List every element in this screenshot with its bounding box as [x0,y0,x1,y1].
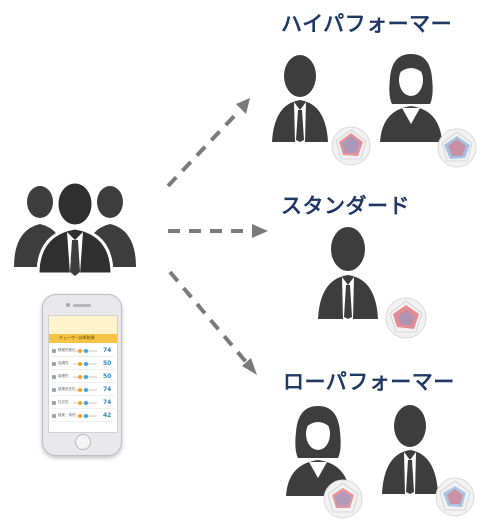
item-score: 74 [103,347,112,354]
item-score: 74 [103,386,112,393]
item-score: 50 [103,360,112,367]
list-item: 社交性 74 [51,398,115,409]
item-label: 社交性 [58,400,69,404]
list-item: 感情安定性 74 [51,385,115,396]
list-item: 誠実・責任 42 [51,411,115,422]
item-icon [52,362,56,366]
app-banner-text: チェーザー診断結果 [59,335,95,340]
item-score: 74 [103,399,112,406]
list-item: 協調性 50 [51,359,115,370]
item-icon [52,401,56,405]
low-performer-label: ローパフォーマー [283,370,455,394]
item-score: 50 [103,373,112,380]
phone-camera [66,303,70,307]
arrow-standard-head [252,224,268,238]
radar-chart-icon [437,128,477,168]
item-icon [52,414,56,418]
item-icon [52,375,56,379]
radar-chart-icon [331,126,371,166]
item-label: 協調性 [58,361,69,365]
male-person-icon [272,55,328,142]
phone-screen: チェーザー診断結果 積極的実行 74 協調性 50 論理的 50 感情安定性 7… [48,315,118,433]
item-icon [52,349,56,353]
arrow-low-head [242,358,257,375]
home-button [75,434,91,450]
app-header [49,316,117,334]
male-person-icon [382,405,438,494]
smartphone-icon: チェーザー診断結果 積極的実行 74 協調性 50 論理的 50 感情安定性 7… [42,294,122,456]
item-icon [52,388,56,392]
item-label: 積極的実行 [58,348,76,352]
arrow-high [166,108,242,188]
arrow-low [168,270,248,364]
radar-chart-icon [323,479,363,519]
standard-label: スタンダード [281,194,410,218]
male-person-icon [318,227,378,319]
people-group-icon [14,180,136,276]
phone-speaker [73,304,91,307]
female-person-icon [380,54,442,142]
item-label: 論理的 [58,374,69,378]
arrow-high-head [236,98,250,114]
list-item: 論理的 50 [51,372,115,383]
app-banner: チェーザー診断結果 [49,334,117,343]
item-label: 感情安定性 [58,387,76,391]
radar-chart-icon [435,477,475,517]
list-item: 積極的実行 74 [51,346,115,357]
high-performer-label: ハイパフォーマー [281,12,453,36]
radar-chart-icon [385,297,427,339]
item-label: 誠実・責任 [58,413,76,417]
item-score: 42 [103,412,112,419]
